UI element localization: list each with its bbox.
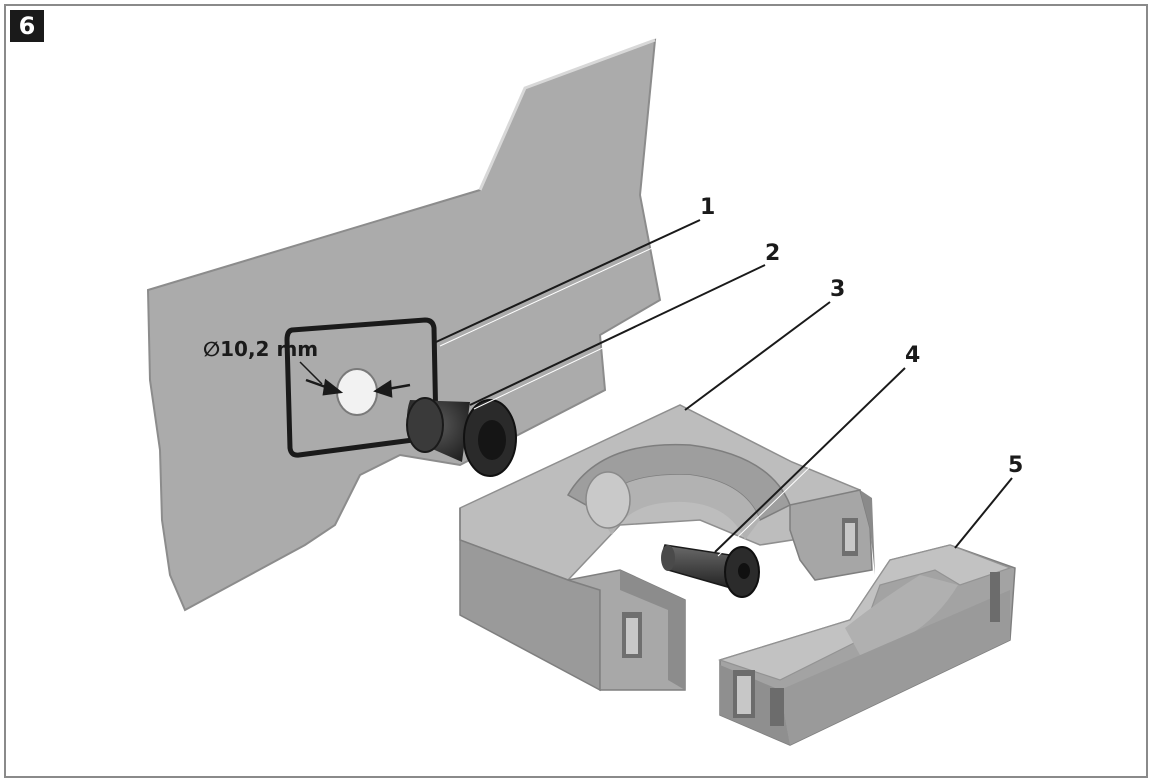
clamp-cap-part-5 [718,544,1016,746]
mounting-panel [146,38,662,612]
callout-1: 1 [700,195,715,220]
dimension-arrows [299,361,411,398]
clamp-base-part-3 [459,404,875,692]
drilled-hole [336,368,378,416]
callout-2: 2 [765,241,780,266]
callout-5: 5 [1008,453,1023,478]
leader-lines [435,219,1013,557]
callout-4: 4 [905,343,920,368]
callout-3: 3 [830,277,845,302]
figure-number-badge: 6 [10,10,44,42]
bolt-part-4 [661,544,760,598]
hole-diameter-label: ∅10,2 mm [203,337,318,361]
grommet-part-2 [406,397,517,477]
